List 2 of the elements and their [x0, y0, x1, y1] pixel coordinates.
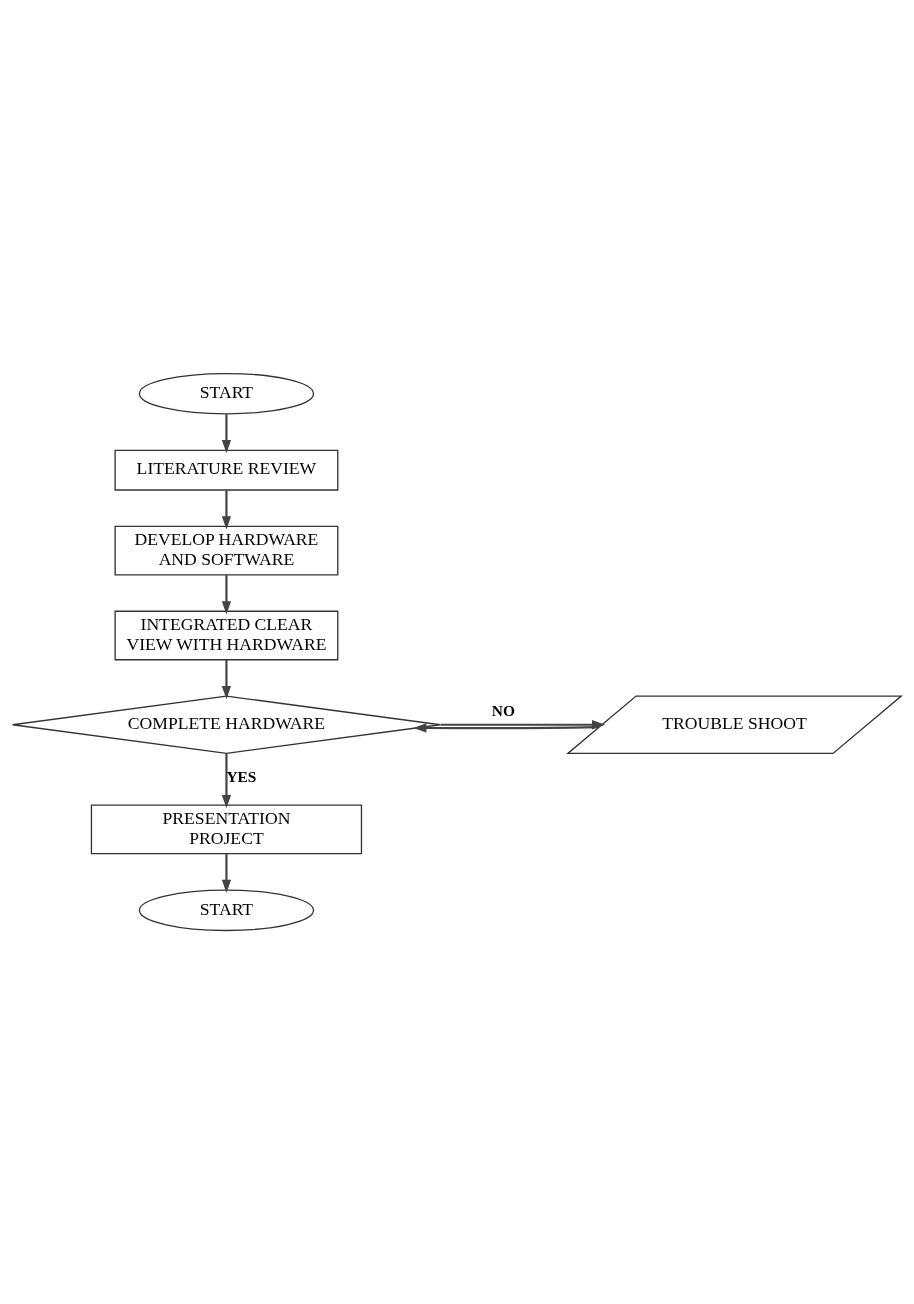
edge-label: NO: [491, 702, 516, 720]
edge-label: YES: [226, 768, 257, 786]
